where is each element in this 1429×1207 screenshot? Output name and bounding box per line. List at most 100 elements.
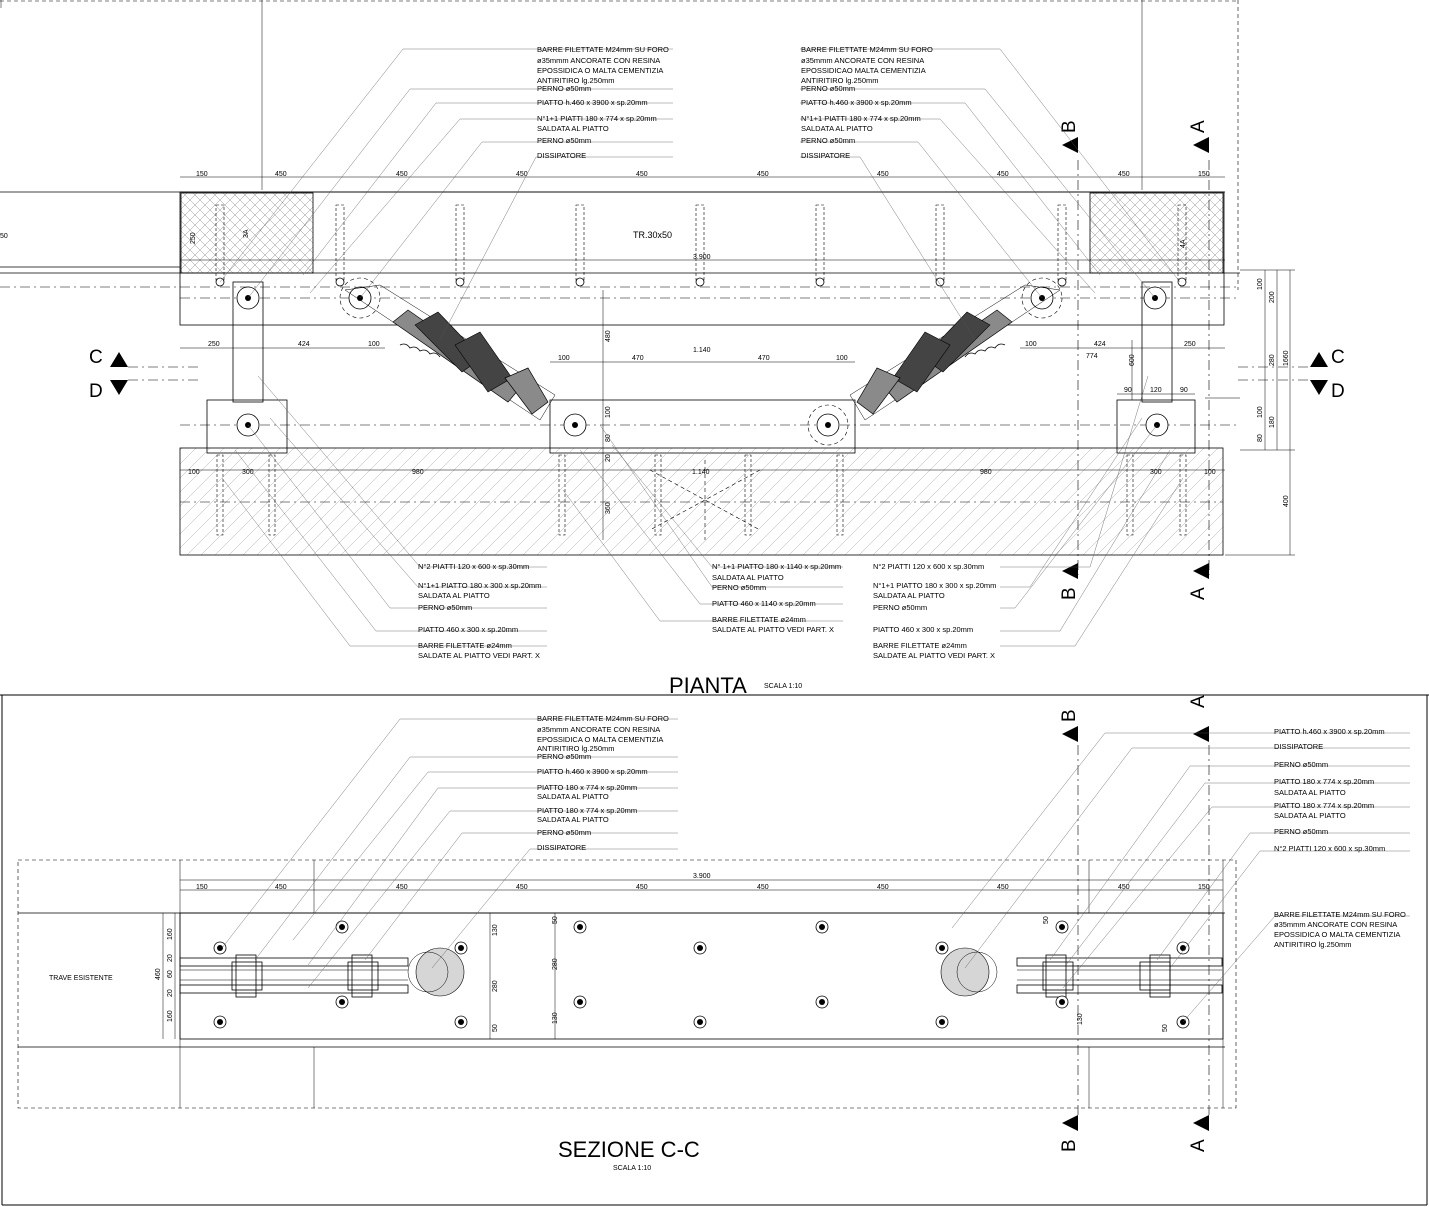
vdim-r-100a: 100 [1257, 278, 1264, 290]
sdim-9: 450 [1118, 884, 1130, 891]
note: PERNO ø50mm [1274, 760, 1328, 769]
note: N°2 PIATTI 120 x 600 x sp.30mm [418, 562, 529, 571]
dim-top-9: 450 [1118, 171, 1130, 178]
note: PERNO ø50mm [537, 828, 591, 837]
note: PIATTO 180 x 774 x sp.20mm [537, 783, 637, 792]
note: SALDATE AL PIATTO VEDI PART. X [418, 651, 540, 660]
note: PERNO ø50mm [801, 136, 855, 145]
column-3a-label: 3A [243, 229, 250, 238]
note: DISSIPATORE [1274, 742, 1323, 751]
middle-dimension-row: 250 424 100 100 470 1.140 470 100 100 42… [180, 341, 1225, 395]
bolt-center [1059, 999, 1065, 1005]
vdim-80: 80 [605, 434, 612, 442]
sdim-v-20b: 20 [167, 989, 174, 997]
note: PIATTO 180 x 774 x sp.20mm [1274, 801, 1374, 810]
column-4a-label: 4A [1180, 239, 1187, 248]
sdim-m-130b: 130 [552, 1012, 559, 1024]
vertical-dims-right: 100 200 280 600 1660 100 180 80 400 [1129, 269, 1295, 556]
section-leaders-right [951, 732, 1410, 1023]
sdim-3: 450 [396, 884, 408, 891]
notes-bottom-left: N°2 PIATTI 120 x 600 x sp.30mm N°1+1 PIA… [418, 562, 541, 660]
note: ø35mmm ANCORATE CON RESINA [1274, 920, 1397, 929]
dim-right-100: 100 [1025, 341, 1037, 348]
note: ø35mmm ANCORATE CON RESINA [537, 725, 660, 734]
anchor-bar [1057, 204, 1067, 281]
note: PIATTO 180 x 774 x sp.20mm [1274, 777, 1374, 786]
vdim-r-80: 80 [1257, 434, 1264, 442]
bolt-center [458, 1019, 464, 1025]
dim-left-250: 250 [208, 341, 220, 348]
pin-center [825, 422, 831, 428]
leaders-top [219, 48, 1181, 341]
bolt-center [217, 945, 223, 951]
marker-b-bottom: B [1059, 587, 1080, 600]
vertical-dim-250: 250 [190, 232, 197, 244]
vdim-360: 360 [605, 502, 612, 514]
sdim-6: 450 [757, 884, 769, 891]
dim-center-100b: 100 [836, 355, 848, 362]
sdim-8: 450 [997, 884, 1009, 891]
sdim-1: 150 [196, 884, 208, 891]
notes-bottom-right: N°2 PIATTI 120 x 600 x sp.30mm N°1+1 PIA… [873, 562, 996, 660]
note: SALDATA AL PIATTO [418, 591, 490, 600]
note: ANTIRITIRO lg.250mm [537, 744, 615, 753]
bolt-center [939, 1019, 945, 1025]
sdim-5: 450 [636, 884, 648, 891]
notes-top-left: BARRE FILETTATE M24mm SU FORO ø35mmm ANC… [537, 45, 669, 160]
anchor-nut [815, 277, 825, 287]
note: DISSIPATORE [801, 151, 850, 160]
note: PERNO ø50mm [418, 603, 472, 612]
note: ANTIRITIRO lg.250mm [801, 76, 879, 85]
bolt-center [819, 924, 825, 930]
note: ANTIRITIRO lg.250mm [537, 76, 615, 85]
bolt-center [939, 945, 945, 951]
note: BARRE FILETTATE M24mm SU FORO [801, 45, 933, 54]
note: SALDATA AL PIATTO [873, 591, 945, 600]
dim-top-8: 450 [997, 171, 1009, 178]
sdim-m-50b: 50 [552, 916, 559, 924]
sdim-v-160b: 160 [167, 1010, 174, 1022]
dim-bottom-100b: 100 [1204, 469, 1216, 476]
vdim-480: 480 [605, 330, 612, 342]
beam-label: TR.30x50 [633, 230, 672, 240]
note: PERNO ø50mm [537, 752, 591, 761]
vdim-r-1660: 1660 [1283, 350, 1290, 366]
note: PIATTO 460 x 300 x sp.20mm [418, 625, 518, 634]
dim-small-90a: 90 [1124, 387, 1132, 394]
dim-bottom-100a: 100 [188, 469, 200, 476]
note: N°1+1 PIATTO 180 x 300 x sp.20mm [873, 581, 996, 590]
edge-label: 50 [0, 233, 8, 240]
bolt-center [577, 924, 583, 930]
sdim-total: 3.900 [693, 873, 711, 880]
bolt-center [458, 945, 464, 951]
dim-right-424: 424 [1094, 341, 1106, 348]
pins [236, 286, 1169, 437]
note: PIATTO h.460 x 3900 x sp.20mm [537, 767, 648, 776]
vdim-r-180: 180 [1269, 416, 1276, 428]
sezione-view: TRAVE ESISTENTE 3.900 150 450 450 450 [17, 695, 1410, 1172]
anchor-bar [695, 204, 705, 281]
note: SALDATA AL PIATTO [537, 815, 609, 824]
note: SALDATA AL PIATTO [1274, 788, 1346, 797]
note: PIATTO 460 x 1140 x sp.20mm [712, 599, 816, 608]
note: PERNO ø50mm [537, 84, 591, 93]
vdim-20: 20 [605, 454, 612, 462]
marker-c-right: C [1331, 347, 1345, 368]
note: BARRE FILETTATE M24mm SU FORO [1274, 910, 1406, 919]
anchor-nut [455, 277, 465, 287]
anchor-nut [1057, 277, 1067, 287]
note: N°1+1 PIATTI 180 x 774 x sp.20mm [537, 114, 657, 123]
vdim-r-280: 280 [1269, 354, 1276, 366]
anchor-nut [575, 277, 585, 287]
column-4a [1089, 192, 1224, 274]
dim-bottom-300b: 300 [1150, 469, 1162, 476]
s-marker-b-bottom: B [1059, 1139, 1080, 1152]
note: BARRE FILETTATE ø24mm [712, 615, 806, 624]
bolt-center [1180, 945, 1186, 951]
note: PIATTO h.460 x 3900 x sp.20mm [1274, 727, 1385, 736]
bolt-center [577, 999, 583, 1005]
sdim-m-50a: 50 [492, 1024, 499, 1032]
vdim-r-400: 400 [1283, 495, 1290, 507]
sdim-r-50b: 50 [1162, 1024, 1169, 1032]
section-markers-ba: B A B A [1059, 120, 1210, 600]
